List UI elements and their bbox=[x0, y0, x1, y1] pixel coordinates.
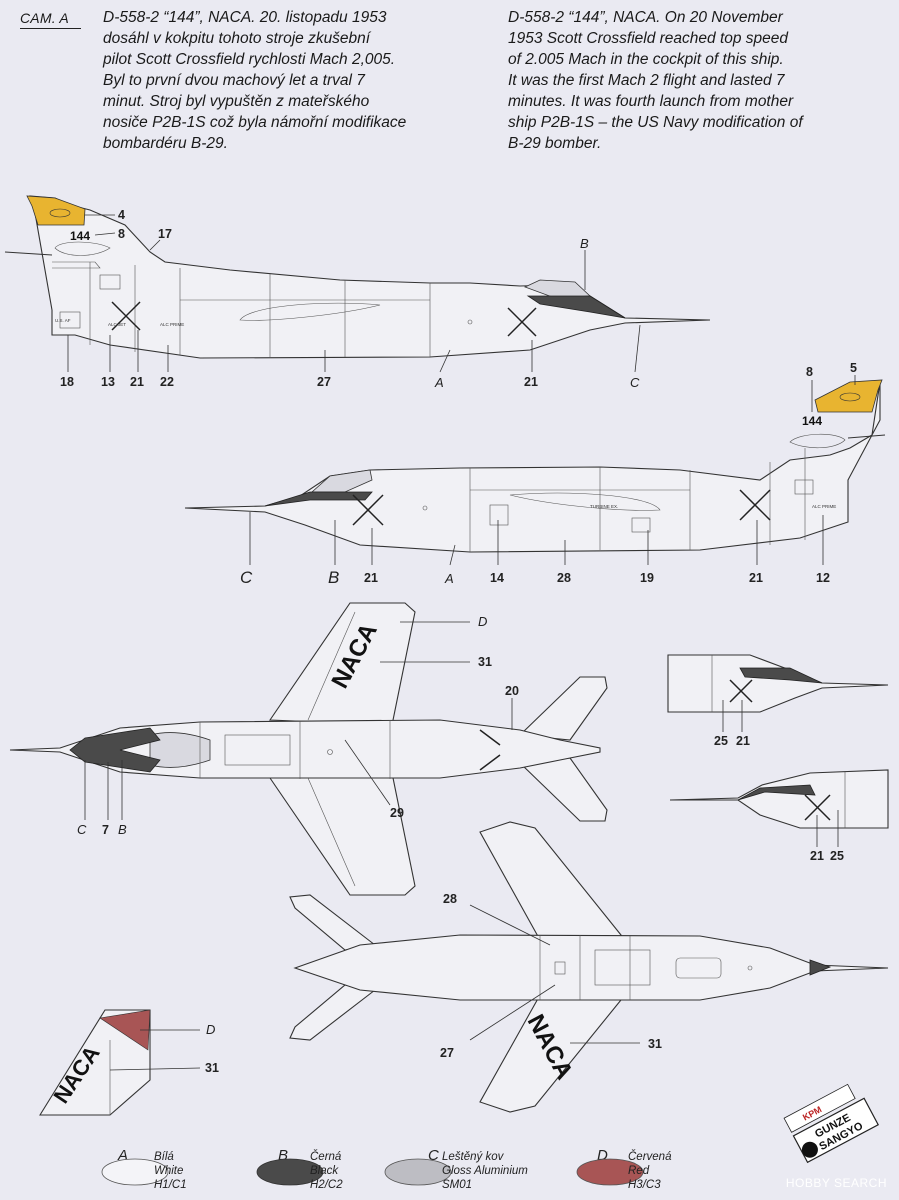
callout-8: 8 bbox=[806, 365, 813, 379]
insignia-cross bbox=[739, 489, 771, 521]
callout-27: 27 bbox=[440, 1046, 454, 1060]
callout-28: 28 bbox=[557, 571, 571, 585]
color-callout-c: C bbox=[240, 568, 253, 587]
svg-text:Red: Red bbox=[628, 1165, 650, 1177]
anti-glare-panel bbox=[264, 491, 373, 507]
kpm-gunze-logo: KPM GUNZE SANGYO bbox=[783, 1083, 879, 1164]
fin-band-yellow bbox=[814, 379, 883, 413]
callout-31: 31 bbox=[478, 655, 492, 669]
top-view: NACA D 31 20 29 C 7 B bbox=[9, 602, 608, 896]
color-callout-a: A bbox=[434, 375, 444, 390]
color-callout-a: A bbox=[444, 571, 454, 586]
callout-12: 12 bbox=[816, 571, 830, 585]
callout-21: 21 bbox=[810, 849, 824, 863]
svg-text:H3/C3: H3/C3 bbox=[628, 1179, 661, 1191]
callout-21: 21 bbox=[130, 375, 144, 389]
callout-17: 17 bbox=[158, 227, 172, 241]
insignia-cross bbox=[111, 301, 141, 331]
color-callout-b: B bbox=[118, 822, 127, 837]
svg-text:H1/C1: H1/C1 bbox=[154, 1179, 187, 1191]
description-czech: D-558-2 “144”, NACA. 20. listopadu 1953 … bbox=[103, 9, 407, 152]
callout-13: 13 bbox=[101, 375, 115, 389]
insignia-cross bbox=[352, 494, 384, 526]
callout-29: 29 bbox=[390, 806, 404, 820]
color-callout-d: D bbox=[478, 614, 487, 629]
callout-8: 8 bbox=[118, 227, 125, 241]
canopy bbox=[149, 732, 211, 768]
insignia-cross bbox=[804, 794, 831, 821]
legend-item-a: A Bílá White H1/C1 bbox=[101, 1147, 187, 1191]
nose-detail-right: 25 21 bbox=[667, 654, 889, 748]
nose-detail-left: 21 25 bbox=[669, 769, 889, 863]
svg-text:H2/C2: H2/C2 bbox=[310, 1179, 343, 1191]
anti-glare-panel bbox=[69, 727, 161, 773]
svg-text:Černá: Černá bbox=[310, 1150, 342, 1163]
fin-band-yellow bbox=[26, 195, 86, 226]
stencil-usaf: U.S. AF bbox=[55, 318, 71, 323]
callout-25: 25 bbox=[830, 849, 844, 863]
callout-4: 4 bbox=[118, 208, 125, 222]
svg-text:A: A bbox=[117, 1147, 128, 1164]
legend-item-d: D Červená Red H3/C3 bbox=[576, 1147, 672, 1191]
insignia-cross bbox=[507, 307, 537, 337]
callout-21: 21 bbox=[364, 571, 378, 585]
callout-31: 31 bbox=[648, 1037, 662, 1051]
stencil-alc-prime: ALC PRIME bbox=[812, 504, 836, 509]
svg-text:Červená: Červená bbox=[628, 1150, 672, 1163]
svg-text:C: C bbox=[428, 1147, 439, 1164]
side-view-right: 144 ALC PRIME TURBINE EX. 8 5 C B 21 A 1… bbox=[184, 361, 886, 587]
callout-21: 21 bbox=[749, 571, 763, 585]
svg-text:White: White bbox=[154, 1165, 183, 1177]
svg-text:B: B bbox=[278, 1147, 288, 1164]
color-callout-b: B bbox=[328, 568, 339, 587]
stencil-alc-prime: ALC PRIME bbox=[160, 322, 184, 327]
description-english: D-558-2 “144”, NACA. On 20 November 1953… bbox=[508, 9, 803, 152]
callout-7: 7 bbox=[102, 823, 109, 837]
callout-5: 5 bbox=[850, 361, 857, 375]
anti-glare-panel bbox=[526, 295, 626, 319]
svg-text:Gloss Aluminium: Gloss Aluminium bbox=[442, 1165, 528, 1177]
legend-item-b: B Černá Black H2/C2 bbox=[256, 1147, 343, 1191]
hobby-search-watermark: HOBBY SEARCH bbox=[785, 1176, 887, 1190]
stencil-alc: ALC JET bbox=[108, 322, 126, 327]
svg-text:Bílá: Bílá bbox=[154, 1151, 174, 1163]
tail-number: 144 bbox=[802, 414, 822, 428]
color-legend: A Bílá White H1/C1 B Černá Black H2/C2 C… bbox=[101, 1147, 672, 1191]
color-callout-d: D bbox=[206, 1022, 215, 1037]
callout-27: 27 bbox=[317, 375, 331, 389]
color-callout-c: C bbox=[630, 375, 640, 390]
callout-20: 20 bbox=[505, 684, 519, 698]
fin-detail: NACA D 31 bbox=[39, 1009, 219, 1116]
callout-18: 18 bbox=[60, 375, 74, 389]
svg-text:Leštěný kov: Leštěný kov bbox=[442, 1151, 505, 1163]
bottom-view: NACA 28 27 31 bbox=[289, 821, 889, 1113]
color-callout-b: B bbox=[580, 236, 589, 251]
callout-21: 21 bbox=[736, 734, 750, 748]
svg-text:Black: Black bbox=[310, 1165, 339, 1177]
callout-25: 25 bbox=[714, 734, 728, 748]
callout-22: 22 bbox=[160, 375, 174, 389]
side-view-left: 144 U.S. AF ALC JET ALC PRIME 4 8 17 18 … bbox=[4, 195, 711, 390]
callout-28: 28 bbox=[443, 892, 457, 906]
callout-31: 31 bbox=[205, 1061, 219, 1075]
insignia-cross bbox=[479, 729, 501, 771]
callout-21: 21 bbox=[524, 375, 538, 389]
callout-19: 19 bbox=[640, 571, 654, 585]
callout-14: 14 bbox=[490, 571, 504, 585]
insignia-cross bbox=[729, 679, 753, 703]
svg-text:SM01: SM01 bbox=[442, 1179, 472, 1191]
color-callout-c: C bbox=[77, 822, 87, 837]
tail-number: 144 bbox=[70, 229, 90, 243]
svg-text:D: D bbox=[597, 1147, 608, 1164]
legend-item-c: C Leštěný kov Gloss Aluminium SM01 bbox=[384, 1147, 528, 1191]
stencil-turbine: TURBINE EX. bbox=[590, 504, 618, 509]
camouflage-badge: CAM. A bbox=[20, 10, 81, 29]
